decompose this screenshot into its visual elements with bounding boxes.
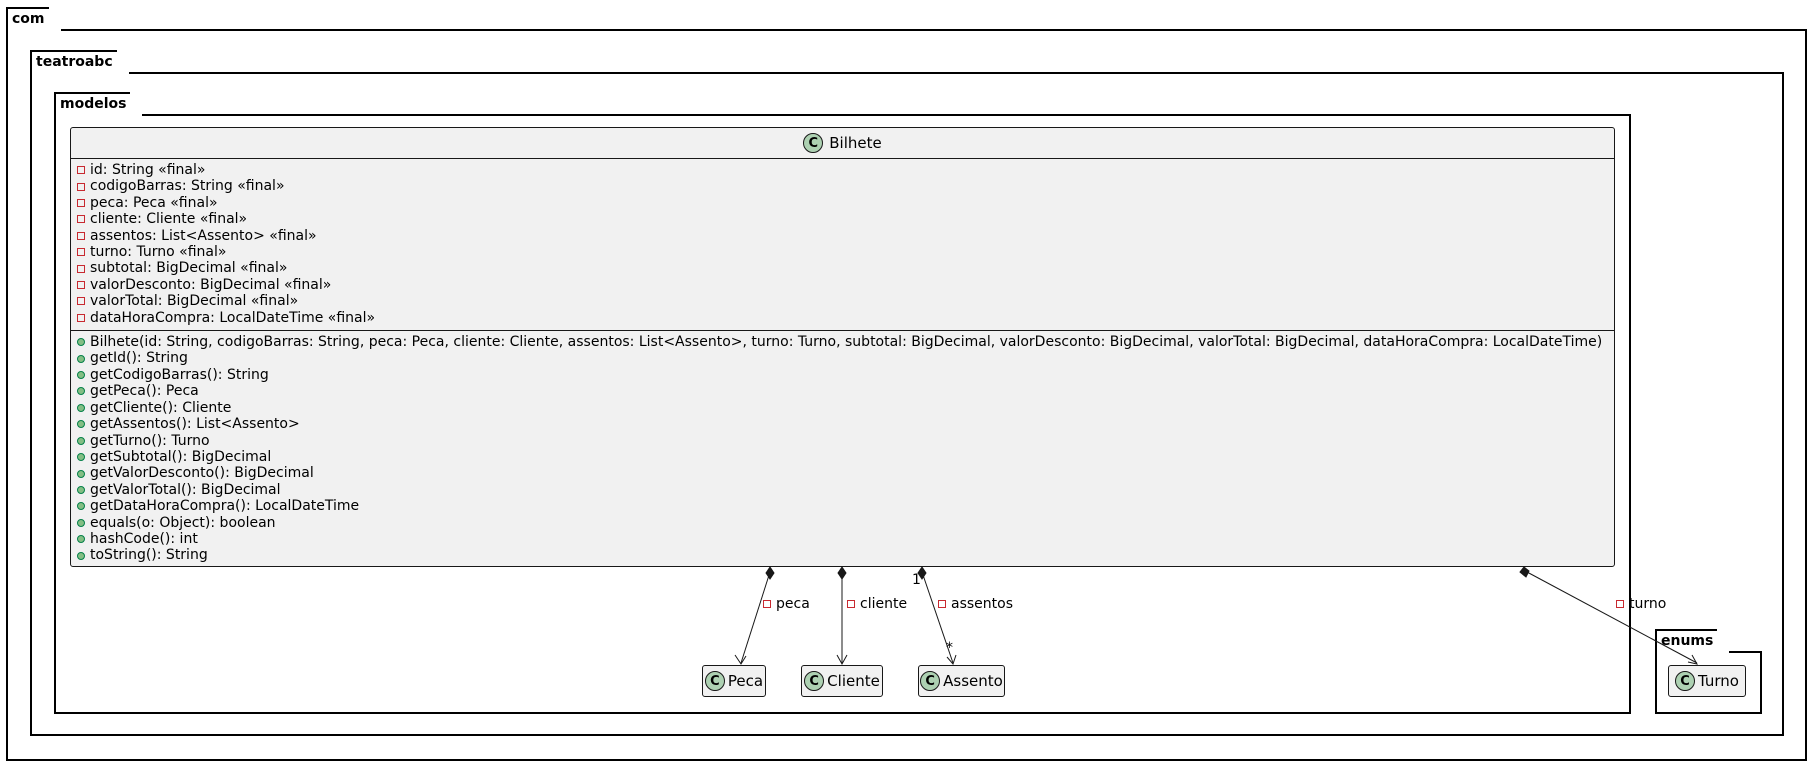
package-modelos-label: modelos: [54, 92, 143, 116]
method-row: getSubtotal(): BigDecimal: [71, 449, 1614, 465]
multiplicity-target-assentos: *: [946, 640, 953, 656]
private-visibility-icon: [77, 248, 85, 257]
composition-diamond-turno: [1519, 566, 1530, 578]
private-visibility-icon: [77, 297, 85, 306]
class-bilhete-name: Bilhete: [829, 134, 882, 152]
arrowhead-peca: [734, 654, 747, 665]
field-row: valorTotal: BigDecimal «final»: [71, 293, 1614, 309]
method-row: getAssentos(): List<Assento>: [71, 416, 1614, 432]
class-c-icon: C: [704, 671, 725, 691]
class-c-icon: C: [804, 671, 825, 691]
field-row: cliente: Cliente «final»: [71, 211, 1614, 227]
composition-diamond-cliente: [837, 566, 847, 580]
edge-label-turno: turno: [1616, 596, 1666, 612]
method-row: getId(): String: [71, 350, 1614, 366]
class-c-icon: C: [1675, 671, 1695, 691]
arrowhead-assentos: [946, 654, 957, 665]
field-row: valorDesconto: BigDecimal «final»: [71, 277, 1614, 293]
public-visibility-icon: [77, 387, 85, 396]
composition-diamond-assentos: [917, 566, 927, 580]
method-row: getPeca(): Peca: [71, 383, 1614, 399]
arrowhead-turno: [1687, 654, 1698, 665]
private-visibility-icon: [77, 199, 85, 208]
edge-peca: [740, 571, 771, 664]
method-row: getCodigoBarras(): String: [71, 367, 1614, 383]
arrowhead-cliente: [836, 654, 848, 666]
private-visibility-icon: [77, 264, 85, 273]
public-visibility-icon: [77, 518, 85, 527]
field-row: dataHoraCompra: LocalDateTime «final»: [71, 310, 1614, 326]
package-teatroabc-label: teatroabc: [30, 50, 129, 74]
method-row: getValorDesconto(): BigDecimal: [71, 465, 1614, 481]
method-row: equals(o: Object): boolean: [71, 515, 1614, 531]
class-peca[interactable]: C Peca: [702, 665, 766, 697]
class-bilhete-header: C Bilhete: [71, 128, 1614, 158]
package-enums: enums: [1655, 629, 1762, 714]
edge-assentos: [921, 571, 954, 664]
field-row: id: String «final»: [71, 162, 1614, 178]
public-visibility-icon: [77, 502, 85, 511]
public-visibility-icon: [77, 403, 85, 412]
private-visibility-icon: [77, 182, 85, 191]
public-visibility-icon: [77, 371, 85, 380]
multiplicity-source-assentos: 1: [912, 572, 921, 588]
field-row: peca: Peca «final»: [71, 195, 1614, 211]
package-enums-label: enums: [1655, 629, 1730, 653]
class-cliente[interactable]: C Cliente: [801, 665, 883, 697]
method-row: getTurno(): Turno: [71, 433, 1614, 449]
package-com: com: [6, 7, 1807, 761]
class-bilhete-methods: Bilhete(id: String, codigoBarras: String…: [71, 331, 1614, 564]
class-bilhete-fields: id: String «final»codigoBarras: String «…: [71, 159, 1614, 330]
class-assento-name: Assento: [943, 672, 1003, 690]
edge-label-peca: peca: [763, 596, 810, 612]
class-cliente-name: Cliente: [827, 672, 880, 690]
class-turno[interactable]: C Turno: [1668, 665, 1746, 697]
public-visibility-icon: [77, 469, 85, 478]
class-assento[interactable]: C Assento: [918, 665, 1005, 697]
method-row: getDataHoraCompra(): LocalDateTime: [71, 498, 1614, 514]
field-row: turno: Turno «final»: [71, 244, 1614, 260]
private-visibility-icon: [77, 281, 85, 290]
public-visibility-icon: [77, 453, 85, 462]
private-visibility-icon: [77, 313, 85, 322]
public-visibility-icon: [77, 551, 85, 560]
public-visibility-icon: [77, 436, 85, 445]
class-turno-name: Turno: [1698, 672, 1739, 690]
class-c-icon: C: [803, 133, 824, 153]
private-visibility-icon: [77, 231, 85, 240]
edge-turno: [1526, 571, 1698, 664]
method-row: toString(): String: [71, 547, 1614, 563]
package-modelos: modelos: [54, 92, 1631, 714]
private-visibility-icon: [77, 215, 85, 224]
class-peca-name: Peca: [727, 672, 764, 690]
public-visibility-icon: [77, 420, 85, 429]
class-bilhete[interactable]: C Bilhete id: String «final»codigoBarras…: [70, 127, 1615, 567]
package-com-label: com: [6, 7, 61, 31]
field-row: subtotal: BigDecimal «final»: [71, 260, 1614, 276]
method-row: hashCode(): int: [71, 531, 1614, 547]
public-visibility-icon: [77, 485, 85, 494]
method-row: getValorTotal(): BigDecimal: [71, 482, 1614, 498]
class-c-icon: C: [920, 671, 941, 691]
method-row: Bilhete(id: String, codigoBarras: String…: [71, 334, 1614, 350]
composition-diamond-peca: [765, 566, 775, 580]
package-teatroabc: teatroabc: [30, 50, 1784, 736]
public-visibility-icon: [77, 354, 85, 363]
edge-label-assentos: assentos: [938, 596, 1013, 612]
public-visibility-icon: [77, 535, 85, 544]
field-row: assentos: List<Assento> «final»: [71, 228, 1614, 244]
public-visibility-icon: [77, 338, 85, 347]
field-row: codigoBarras: String «final»: [71, 178, 1614, 194]
method-row: getCliente(): Cliente: [71, 400, 1614, 416]
private-visibility-icon: [77, 166, 85, 175]
edge-label-cliente: cliente: [847, 596, 907, 612]
